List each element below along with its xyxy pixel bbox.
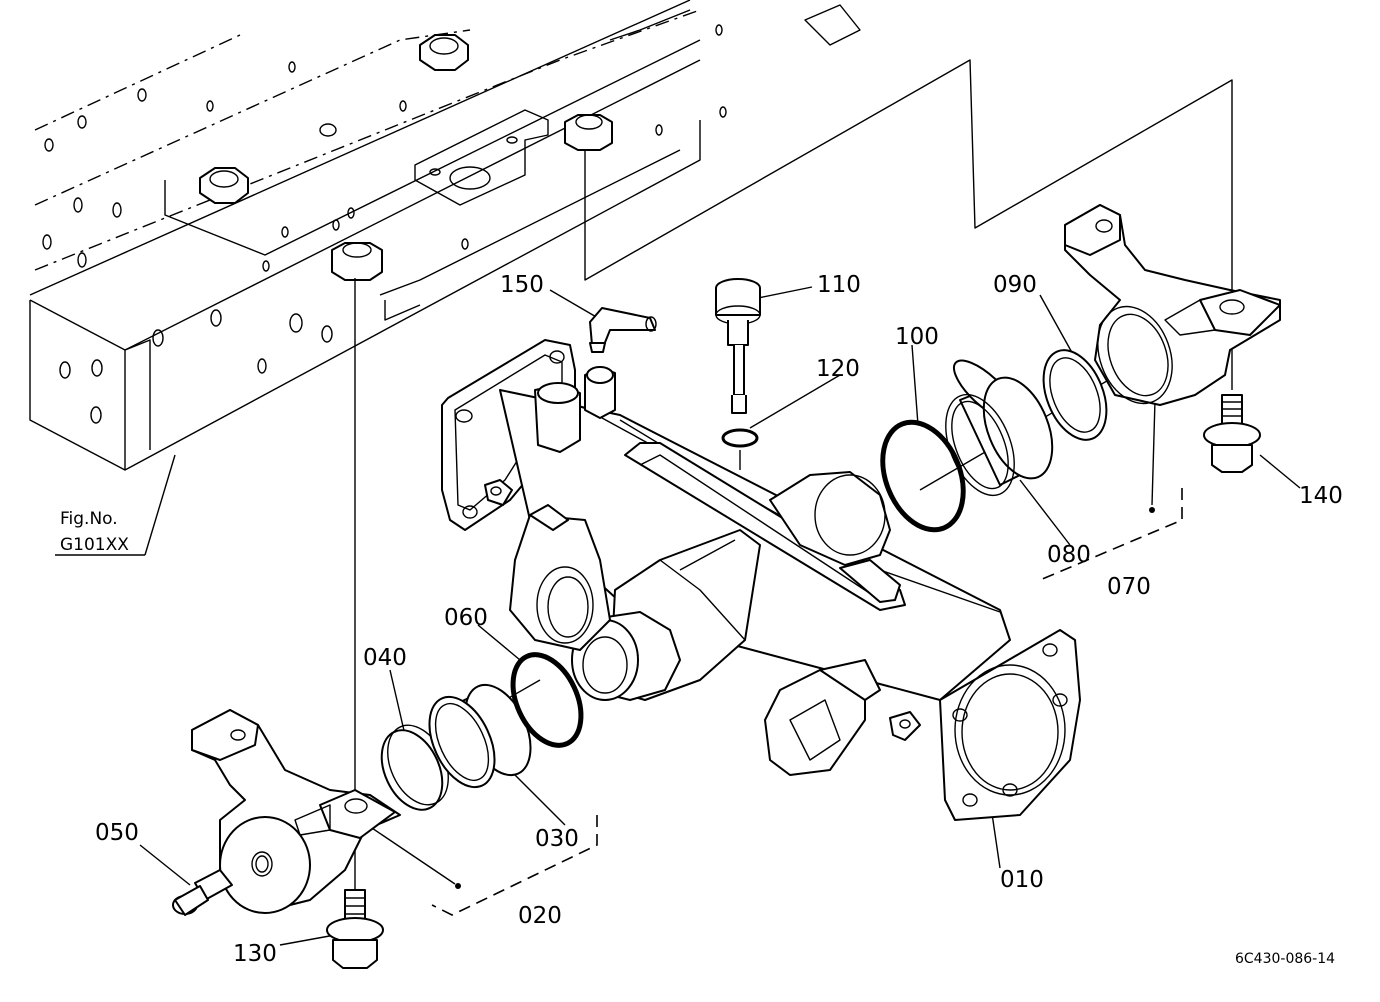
thrust-washer-090 [1042, 349, 1108, 441]
part-label-040: 040 [363, 645, 407, 671]
grease-nipple-050 [172, 869, 233, 916]
plug-110 [715, 278, 761, 414]
bolt-130 [326, 889, 384, 969]
drawing-code: 6C430-086-14 [1235, 951, 1335, 967]
breather-elbow-150 [589, 307, 657, 353]
o-ring-100 [880, 419, 966, 533]
bracket-020 [191, 709, 401, 914]
part-label-120: 120 [816, 356, 860, 382]
part-label-020: 020 [518, 903, 562, 929]
part-label-050: 050 [95, 820, 139, 846]
bolt-140 [1203, 394, 1261, 473]
part-label-090: 090 [993, 272, 1037, 298]
part-label-030: 030 [535, 826, 579, 852]
bracket-070 [1064, 204, 1281, 406]
frame-nut-4 [564, 114, 613, 151]
part-labels: 010 020 030 040 050 060 070 080 090 100 … [95, 272, 1343, 967]
frame-nut-1 [419, 34, 469, 71]
part-label-130: 130 [233, 941, 277, 967]
axle-housing-010 [441, 339, 1081, 821]
figure-ref-line2: G101XX [60, 535, 129, 555]
part-label-060: 060 [444, 605, 488, 631]
frame-nut-2 [199, 167, 249, 204]
part-label-110: 110 [817, 272, 861, 298]
part-label-070: 070 [1107, 574, 1151, 600]
o-ring-060 [510, 652, 584, 748]
part-label-080: 080 [1047, 542, 1091, 568]
figure-ref-line1: Fig.No. [60, 509, 118, 529]
frame-assembly [29, 0, 861, 471]
part-label-100: 100 [895, 324, 939, 350]
frame-nut-3 [331, 242, 383, 281]
part-label-140: 140 [1299, 483, 1343, 509]
cap-040 [380, 724, 449, 811]
part-label-010: 010 [1000, 867, 1044, 893]
figure-reference: Fig.No. G101XX [60, 509, 129, 555]
bushing-080 [945, 359, 1054, 497]
part-label-150: 150 [500, 272, 544, 298]
o-ring-120 [721, 428, 759, 448]
